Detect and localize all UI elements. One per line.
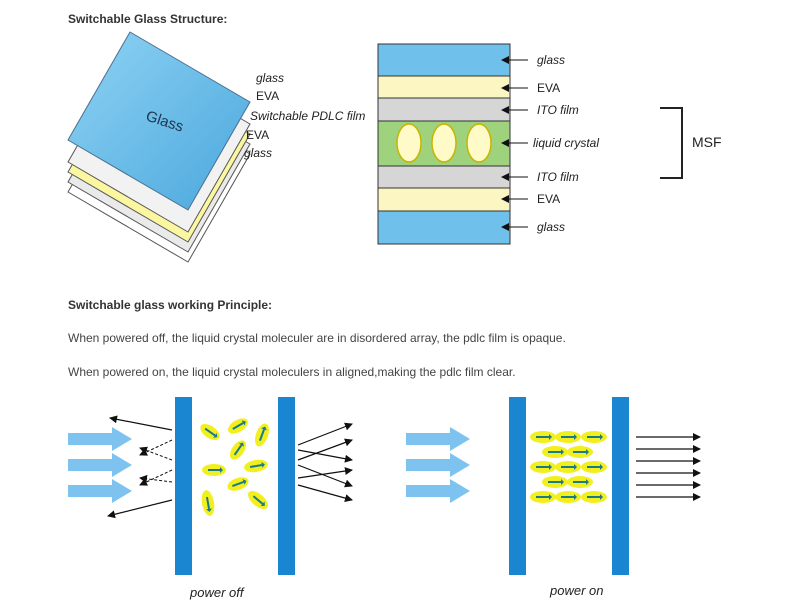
lc-droplet <box>396 123 422 163</box>
glass-stack: Glass <box>67 31 251 263</box>
msf-bracket: MSF <box>660 107 722 179</box>
power-on-diagram: power on <box>406 397 701 598</box>
stack-label-pdlc: Switchable PDLC film <box>250 109 365 123</box>
layer-pointers <box>501 56 528 231</box>
scattered-light <box>107 415 173 519</box>
stack-label-glass-top: glass <box>256 71 284 85</box>
caption-power-on: power on <box>549 583 603 598</box>
layer-label-eva-bottom: EVA <box>537 192 560 206</box>
layer-ito-top <box>377 97 511 122</box>
incoming-light-arrows-on <box>406 427 470 503</box>
layer-labels: glass EVA ITO film liquid crystal ITO fi… <box>533 53 599 234</box>
disordered-crystals <box>200 418 269 516</box>
layer-eva-top <box>377 75 511 99</box>
layer-label-eva-top: EVA <box>537 81 560 95</box>
layer-label-ito-bottom: ITO film <box>537 170 579 184</box>
layer-glass-top <box>377 43 511 77</box>
principle-heading: Switchable glass working Principle: <box>68 298 273 312</box>
layer-label-glass-top: glass <box>537 53 565 67</box>
stack-label-eva-top: EVA <box>256 89 279 103</box>
power-off-description: When powered off, the liquid crystal mol… <box>68 331 566 345</box>
stack-label-eva-bottom: EVA <box>246 128 269 142</box>
stack-label-glass-bottom: glass <box>244 146 272 160</box>
lc-droplet <box>431 123 457 163</box>
msf-label: MSF <box>692 134 722 150</box>
electrode-left-on <box>509 397 526 575</box>
lc-droplet <box>466 123 492 163</box>
layer-glass-bottom <box>377 210 511 245</box>
layer-ito-bottom <box>377 165 511 189</box>
layer-eva-bottom <box>377 187 511 212</box>
electrode-right-on <box>612 397 629 575</box>
incoming-light-arrows <box>68 427 132 503</box>
power-on-description: When powered on, the liquid crystal mole… <box>68 365 516 379</box>
layer-label-glass-bottom: glass <box>537 220 565 234</box>
stack-labels: glass EVA Switchable PDLC film EVA glass <box>244 71 365 160</box>
transmitted-scattered-light <box>297 422 353 502</box>
power-off-diagram: power off <box>68 397 353 600</box>
layer-label-liquid-crystal: liquid crystal <box>533 136 599 150</box>
layer-cross-section <box>377 43 511 245</box>
layer-label-ito-top: ITO film <box>537 103 579 117</box>
structure-heading: Switchable Glass Structure: <box>68 12 228 26</box>
transmitted-parallel-light <box>636 433 701 501</box>
aligned-crystals <box>530 431 607 503</box>
electrode-left <box>175 397 192 575</box>
stack-sheet-1 <box>67 31 251 211</box>
caption-power-off: power off <box>189 585 245 600</box>
electrode-right <box>278 397 295 575</box>
